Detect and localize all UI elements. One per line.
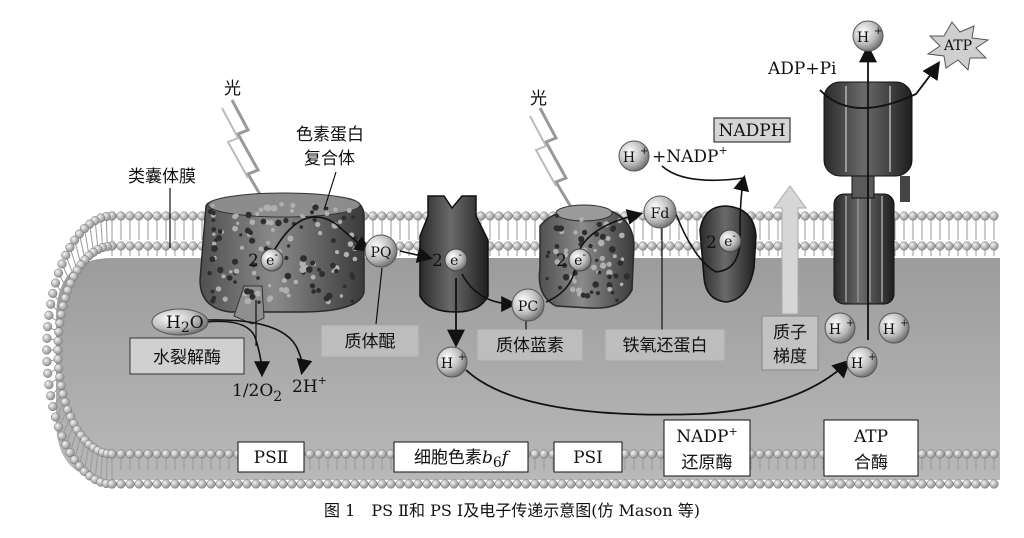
- svg-text:水裂解酶: 水裂解酶: [153, 348, 221, 368]
- svg-text:2: 2: [556, 251, 567, 271]
- svg-text:质体蓝素: 质体蓝素: [496, 336, 564, 356]
- svg-text:Fd: Fd: [651, 206, 670, 222]
- proton-lumen-b6f: H +: [436, 346, 468, 378]
- nadp-reductase-name-box: NADP+ 还原酶: [663, 419, 751, 477]
- adp-pi-label: ADP+Pi: [767, 59, 837, 79]
- svg-text:ATP: ATP: [943, 38, 972, 54]
- svg-text:质子: 质子: [773, 323, 807, 343]
- proton-atp-3: H +: [846, 346, 878, 378]
- svg-text:+: +: [868, 352, 876, 363]
- svg-text:H2O: H2O: [166, 313, 204, 336]
- proton-nadp-reaction: H +: [618, 140, 650, 172]
- svg-text:PC: PC: [518, 299, 538, 315]
- leader-lines: [169, 171, 663, 346]
- svg-text:e-: e-: [724, 231, 736, 250]
- svg-text:NADPH: NADPH: [718, 121, 785, 141]
- fd-ball: Fd: [643, 195, 677, 229]
- proton-flow-arrows: [447, 44, 940, 416]
- svg-text:H: H: [441, 356, 453, 372]
- svg-text:铁氧还蛋白: 铁氧还蛋白: [623, 336, 708, 356]
- proton-gradient-arrow-icon: [773, 185, 807, 315]
- proton-atp-1: H +: [824, 312, 856, 344]
- atp-starburst-icon: ATP: [926, 21, 990, 72]
- svg-text:H: H: [829, 322, 841, 338]
- light-bolt-left-icon: [221, 99, 270, 209]
- svg-text:还原酶: 还原酶: [682, 453, 733, 473]
- half-oxygen-label: 1/2O2: [232, 381, 282, 405]
- svg-text:H: H: [623, 150, 635, 166]
- two-protons-label: 2H+: [292, 374, 327, 397]
- electron-b6f: 2 e-: [432, 248, 468, 272]
- svg-text:+: +: [846, 318, 854, 329]
- svg-text:2: 2: [248, 251, 259, 271]
- light-label-left: 光: [224, 79, 241, 99]
- pc-ball: PC: [511, 288, 545, 322]
- svg-text:H: H: [851, 356, 863, 372]
- h2o-ball: H2O: [151, 308, 209, 336]
- electron-psii: 2 e-: [248, 248, 284, 272]
- svg-text:+: +: [640, 146, 648, 157]
- water-enzyme-box: 水裂解酶: [129, 337, 245, 375]
- svg-text:PQ: PQ: [371, 245, 392, 261]
- svg-text:合酶: 合酶: [854, 453, 888, 473]
- light-label-right: 光: [530, 89, 547, 109]
- fd-name-box: 铁氧还蛋白: [605, 329, 725, 361]
- psi-name-box: PSⅠ: [553, 441, 623, 473]
- pigment-complex-label-1: 色素蛋白: [296, 125, 364, 145]
- proton-stroma-top: H +: [852, 20, 884, 52]
- svg-text:NADP+: NADP+: [676, 425, 737, 447]
- nadph-box: NADPH: [713, 117, 791, 143]
- nadp-reductase-complex: [699, 205, 757, 303]
- svg-text:细胞色素b6f: 细胞色素b6f: [414, 448, 511, 471]
- pigment-complex-label-2: 复合体: [304, 149, 355, 169]
- svg-text:质体醌: 质体醌: [345, 332, 396, 352]
- svg-text:2: 2: [706, 233, 717, 253]
- svg-text:e-: e-: [266, 250, 278, 269]
- light-bolt-right-icon: [529, 107, 576, 213]
- svg-text:+: +: [900, 318, 908, 329]
- electron-nadp: 2 e-: [706, 229, 742, 253]
- svg-text:PSⅠ: PSⅠ: [573, 448, 603, 468]
- figure-caption: 图 1 PS Ⅱ和 PS Ⅰ及电子传递示意图(仿 Mason 等): [324, 501, 700, 520]
- svg-text:+: +: [874, 26, 882, 37]
- svg-text:e-: e-: [574, 250, 586, 269]
- svg-text:2: 2: [432, 251, 443, 271]
- electron-psi: 2 e-: [556, 248, 592, 272]
- svg-text:PSⅡ: PSⅡ: [254, 448, 289, 468]
- atp-synthase-name-box: ATP 合酶: [823, 419, 919, 477]
- pq-name-box: 质体醌: [321, 325, 419, 357]
- svg-text:梯度: 梯度: [773, 347, 807, 367]
- psii-name-box: PSⅡ: [237, 441, 305, 473]
- proton-gradient-box: 质子 梯度: [761, 315, 819, 371]
- cyt-b6f-name-box: 细胞色素b6f: [393, 441, 529, 473]
- svg-text:e-: e-: [450, 250, 462, 269]
- pq-ball: PQ: [364, 234, 398, 268]
- svg-text:ATP: ATP: [853, 427, 888, 447]
- thylakoid-lumen: [56, 258, 1000, 480]
- svg-text:+: +: [458, 352, 466, 363]
- svg-text:H: H: [883, 322, 895, 338]
- nadp-reaction-text: +NADP+: [652, 144, 728, 167]
- svg-text:H: H: [857, 30, 869, 46]
- pc-name-box: 质体蓝素: [477, 329, 583, 361]
- proton-atp-2: H +: [878, 312, 910, 344]
- thylakoid-membrane-label: 类囊体膜: [128, 167, 196, 187]
